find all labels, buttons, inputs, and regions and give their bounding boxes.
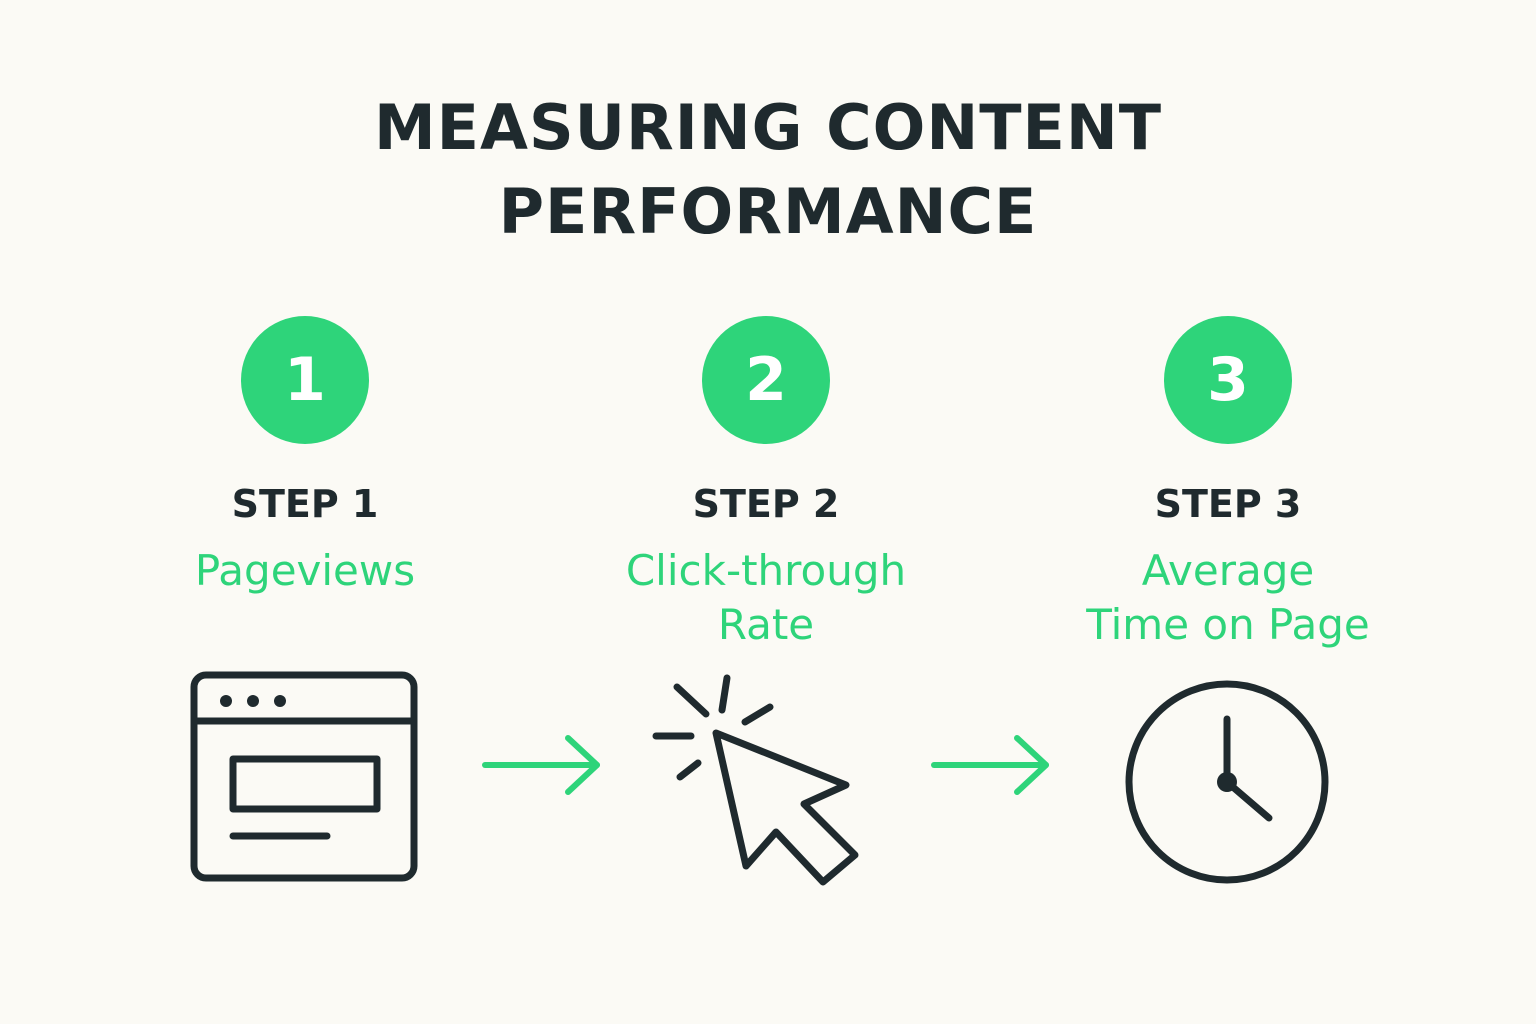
step-1-number-badge: 1 [241,316,369,444]
step-3-label: STEP 3 [1154,482,1302,526]
arrow-right-icon [482,735,600,795]
step-1: 1 STEP 1 Pageviews [95,0,515,1024]
step-1-label: STEP 1 [231,482,379,526]
step-3-number-badge: 3 [1164,316,1292,444]
step-1-metric: Pageviews [194,546,416,595]
title-line-2: PERFORMANCE [498,175,1038,248]
step-2-number-badge: 2 [702,316,830,444]
clock-icon [1125,680,1329,884]
cursor-click-icon [652,674,859,886]
step-2-label: STEP 2 [692,482,840,526]
browser-window-icon [190,671,418,882]
title-line-1: MEASURING CONTENT [373,91,1163,164]
page-title: MEASURING CONTENT PERFORMANCE [0,86,1536,254]
arrow-right-icon [931,735,1049,795]
